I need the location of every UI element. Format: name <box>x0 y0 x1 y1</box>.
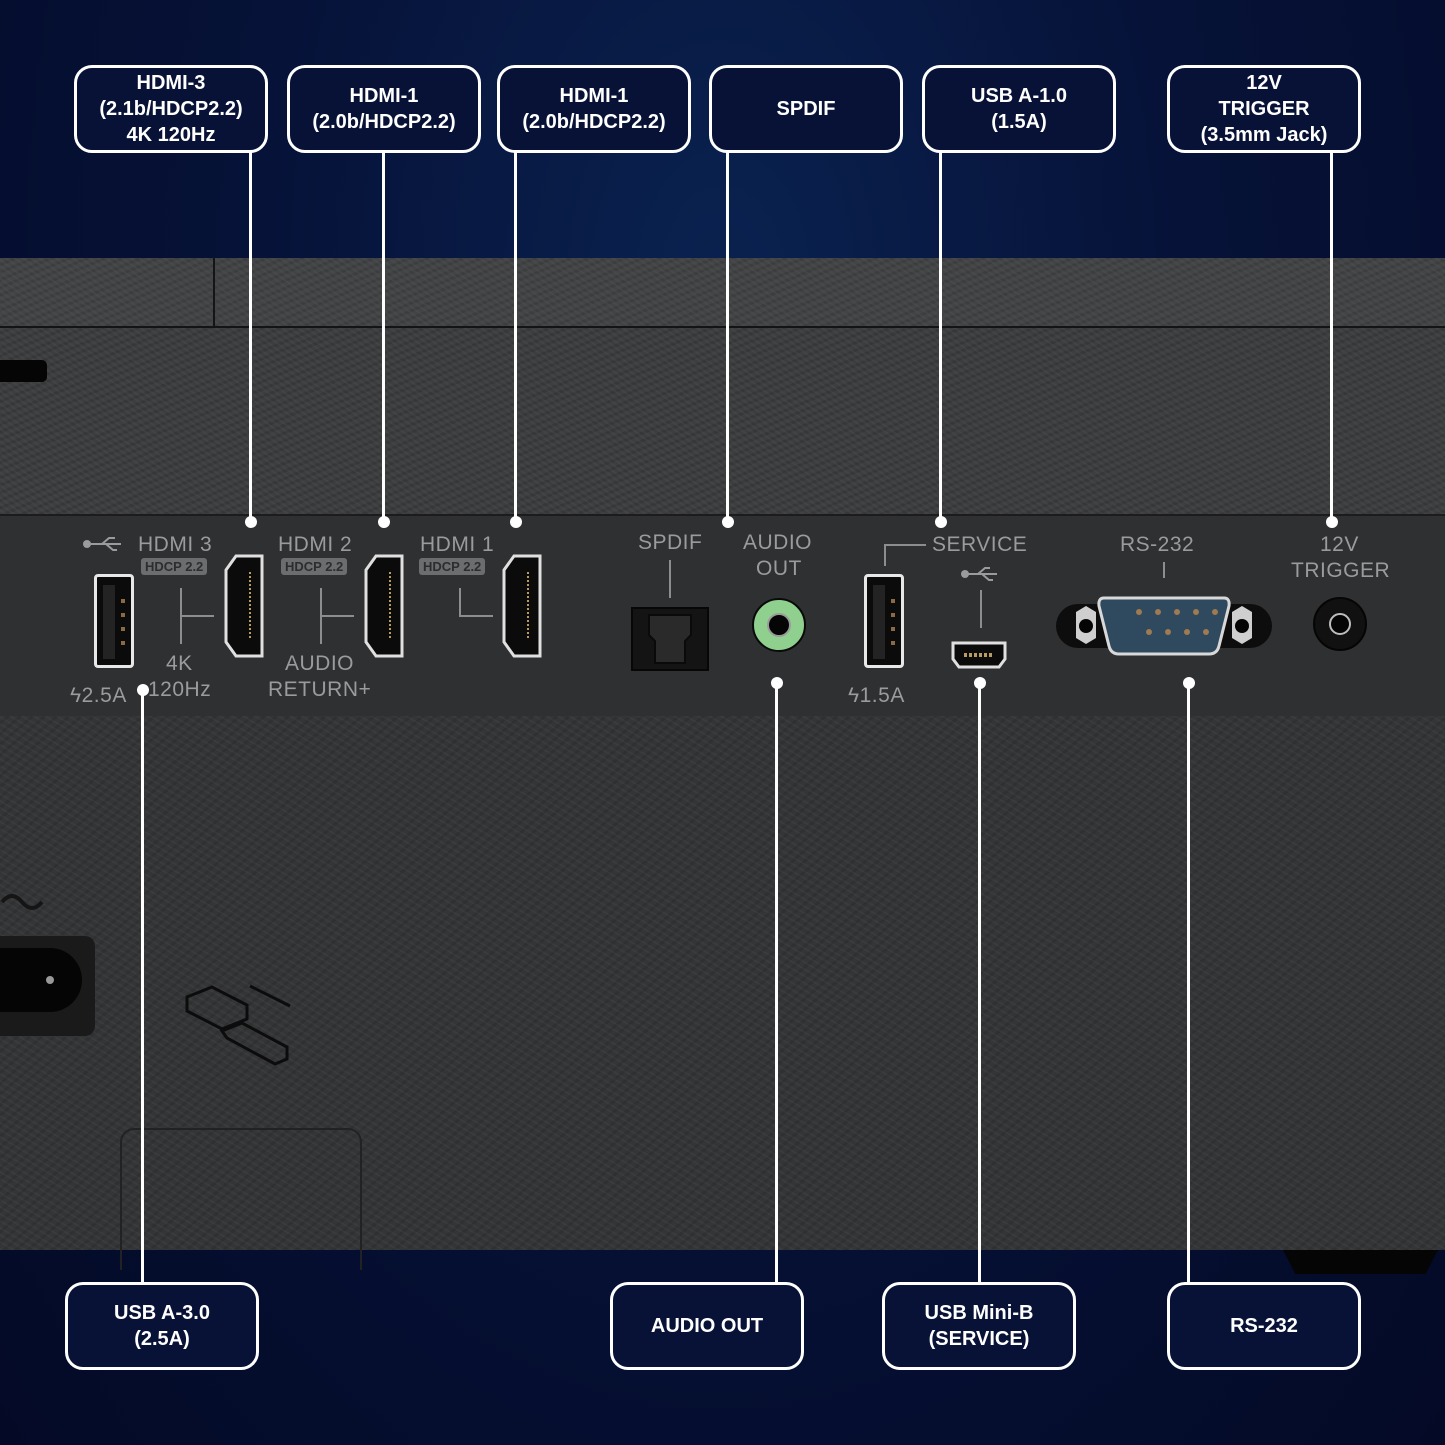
spdif-optical-port[interactable] <box>631 607 709 671</box>
leader-line <box>939 152 942 522</box>
leader-dot <box>245 516 257 528</box>
leader-dot <box>1326 516 1338 528</box>
callout-audio-out: AUDIO OUT <box>610 1282 804 1370</box>
panel-lower-body <box>0 716 1445 1270</box>
hdmi3-port[interactable] <box>224 554 264 658</box>
label-audio-return: AUDIO <box>285 652 355 675</box>
badge-hdcp-hdmi2: HDCP 2.2 <box>281 558 348 575</box>
guide-line <box>980 590 982 628</box>
panel-seam <box>213 258 215 326</box>
callout-usb-a-service: USB A-1.0 (1.5A) <box>922 65 1116 153</box>
leader-line <box>1330 152 1333 522</box>
label-spdif: SPDIF <box>638 531 703 554</box>
leader-line <box>775 684 778 1284</box>
label-hdmi2: HDMI 2 <box>278 533 353 556</box>
leader-line <box>1187 684 1190 1284</box>
leader-line <box>726 152 729 522</box>
label-rs232: RS-232 <box>1120 533 1195 556</box>
usb-mini-b-port[interactable] <box>950 640 1008 670</box>
hdmi1-port[interactable] <box>502 554 542 658</box>
audio-out-jack[interactable] <box>752 598 806 652</box>
label-hdmi3: HDMI 3 <box>138 533 213 556</box>
label-audio-out: AUDIO <box>743 531 813 554</box>
callout-rs232: RS-232 <box>1167 1282 1361 1370</box>
leader-line <box>382 152 385 522</box>
leader-dot <box>378 516 390 528</box>
trigger-jack[interactable] <box>1313 597 1367 651</box>
label-120hz: 120Hz <box>148 678 212 701</box>
leader-line <box>249 152 252 522</box>
bolt-icon: ϟ <box>848 684 860 707</box>
guide-line <box>884 544 926 546</box>
access-cover <box>120 1128 362 1270</box>
leader-line <box>141 690 144 1284</box>
guide-line <box>669 560 671 598</box>
leader-dot <box>771 677 783 689</box>
guide-line <box>459 615 493 617</box>
usb-a-service-port[interactable] <box>864 574 904 668</box>
usb-service-power-text: 1.5A <box>859 684 905 707</box>
label-4k: 4K <box>166 652 193 675</box>
callout-usb-a-3: USB A-3.0 (2.5A) <box>65 1282 259 1370</box>
callout-hdmi2: HDMI-1 (2.0b/HDCP2.2) <box>287 65 481 153</box>
leader-line <box>978 684 981 1284</box>
callout-12v-trigger: 12V TRIGGER (3.5mm Jack) <box>1167 65 1361 153</box>
badge-hdcp-hdmi1: HDCP 2.2 <box>419 558 486 575</box>
callout-usb-mini-b: USB Mini-B (SERVICE) <box>882 1282 1076 1370</box>
device-rear-panel <box>0 258 1445 1270</box>
label-usb3-power: ϟ2.5A <box>70 683 127 709</box>
callout-spdif: SPDIF <box>709 65 903 153</box>
label-audio-out-2: OUT <box>756 557 802 580</box>
hdmi2-port[interactable] <box>364 554 404 658</box>
callout-hdmi3: HDMI-3 (2.1b/HDCP2.2) 4K 120Hz <box>74 65 268 153</box>
leader-line <box>514 152 517 522</box>
kensington-lock-icon <box>185 984 291 1066</box>
usb-a-3-port[interactable] <box>94 574 134 668</box>
guide-line <box>884 544 886 566</box>
rs232-db9-port[interactable] <box>1054 590 1274 662</box>
usb-symbol-icon <box>961 567 997 581</box>
device-foot <box>1283 1250 1438 1274</box>
guide-line <box>459 588 461 616</box>
label-trigger-2: TRIGGER <box>1291 559 1391 582</box>
power-inlet-icon <box>0 894 95 1036</box>
leader-dot <box>1183 677 1195 689</box>
leader-dot <box>974 677 986 689</box>
guide-line <box>320 615 354 617</box>
label-hdmi1: HDMI 1 <box>420 533 495 556</box>
label-trigger: 12V <box>1320 533 1359 556</box>
badge-hdcp-hdmi3: HDCP 2.2 <box>141 558 208 575</box>
leader-dot <box>722 516 734 528</box>
callout-hdmi1: HDMI-1 (2.0b/HDCP2.2) <box>497 65 691 153</box>
usb-symbol-icon <box>83 537 121 551</box>
leader-dot <box>510 516 522 528</box>
label-usb-service-power: ϟ1.5A <box>848 683 905 709</box>
label-audio-return-2: RETURN+ <box>268 678 372 701</box>
usb3-power-text: 2.5A <box>81 684 127 707</box>
leader-dot <box>935 516 947 528</box>
bolt-icon: ϟ <box>70 684 82 707</box>
panel-top-lid <box>0 258 1445 328</box>
label-service: SERVICE <box>932 533 1028 556</box>
guide-line <box>1163 562 1165 578</box>
vent-slot <box>0 360 47 382</box>
guide-line <box>180 615 214 617</box>
leader-dot <box>137 684 149 696</box>
